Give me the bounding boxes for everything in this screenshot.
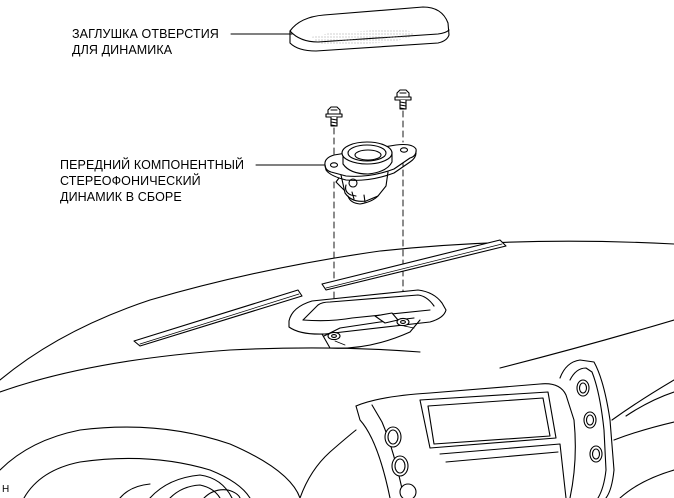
defroster-grille-left	[133, 289, 303, 347]
cover-mesh	[312, 29, 414, 45]
flange-hole-right	[399, 147, 409, 153]
right-vent-column	[559, 359, 674, 498]
speaker-hole-cover-label-line2: ДЛЯ ДИНАМИКА	[72, 43, 173, 57]
mounting-screw-right	[394, 89, 412, 110]
figure-corner-mark: H	[2, 484, 10, 495]
center-cluster	[355, 383, 576, 498]
speaker-hole-cover	[289, 6, 450, 52]
speaker-assembly-label-line3: ДИНАМИК В СБОРЕ	[60, 190, 182, 204]
center-display	[419, 391, 557, 449]
right-vent-knob-3	[589, 445, 603, 463]
mounting-screw-left	[325, 106, 343, 127]
speaker-assembly-label-line1: ПЕРЕДНИЙ КОМПОНЕНТНЫЙ	[60, 158, 245, 172]
speaker-hole-cover-label: ЗАГЛУШКА ОТВЕРСТИЯ ДЛЯ ДИНАМИКА	[72, 26, 219, 58]
mount-hole-right	[396, 317, 410, 327]
speaker-opening	[288, 289, 447, 349]
right-vent-knob-2	[583, 411, 597, 429]
instrument-panel	[0, 239, 674, 498]
speaker-assembly-label: ПЕРЕДНИЙ КОМПОНЕНТНЫЙ СТЕРЕОФОНИЧЕСКИЙ Д…	[60, 157, 244, 205]
front-component-speaker-assembly	[324, 141, 417, 205]
dashboard-top-edge	[0, 240, 674, 381]
right-vent-knob-1	[576, 379, 590, 397]
vent-knob-3	[399, 483, 417, 498]
speaker-assembly-label-line2: СТЕРЕОФОНИЧЕСКИЙ	[60, 174, 201, 188]
speaker-hole-cover-label-line1: ЗАГЛУШКА ОТВЕРСТИЯ	[72, 27, 219, 41]
meter-hood	[0, 426, 301, 498]
mount-hole-left	[327, 331, 341, 341]
leader-lines	[230, 33, 326, 166]
flange-hole-left	[329, 162, 339, 168]
